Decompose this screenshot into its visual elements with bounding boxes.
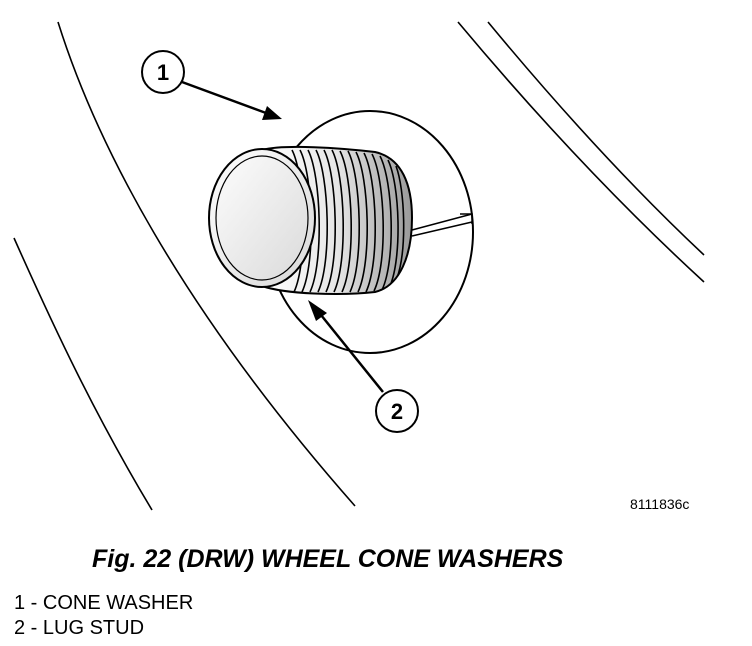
lug-stud-end <box>208 148 316 288</box>
lug-stud-threads <box>291 149 405 293</box>
leader-line-1 <box>181 80 267 115</box>
arrowhead-1 <box>262 106 282 120</box>
callout-2: 2 <box>375 389 419 433</box>
cone-washer-illustration: 1 2 <box>13 21 705 511</box>
wheel-rim-lines <box>13 21 705 511</box>
arrowhead-2 <box>308 300 327 321</box>
figure-caption: Fig. 22 (DRW) WHEEL CONE WASHERS <box>92 545 564 573</box>
legend-item-lug-stud: 2 - LUG STUD <box>14 617 145 639</box>
callout-2-number: 2 <box>391 399 403 424</box>
callout-1: 1 <box>141 50 185 94</box>
legend-item-cone-washer: 1 - CONE WASHER <box>14 592 194 614</box>
washer-slot <box>411 213 473 237</box>
leader-line-2 <box>320 314 384 393</box>
figure-legend: 1 - CONE WASHER 2 - LUG STUD <box>14 591 193 641</box>
figure-reference-number: 8111836c <box>630 496 690 512</box>
callout-1-number: 1 <box>157 60 169 85</box>
